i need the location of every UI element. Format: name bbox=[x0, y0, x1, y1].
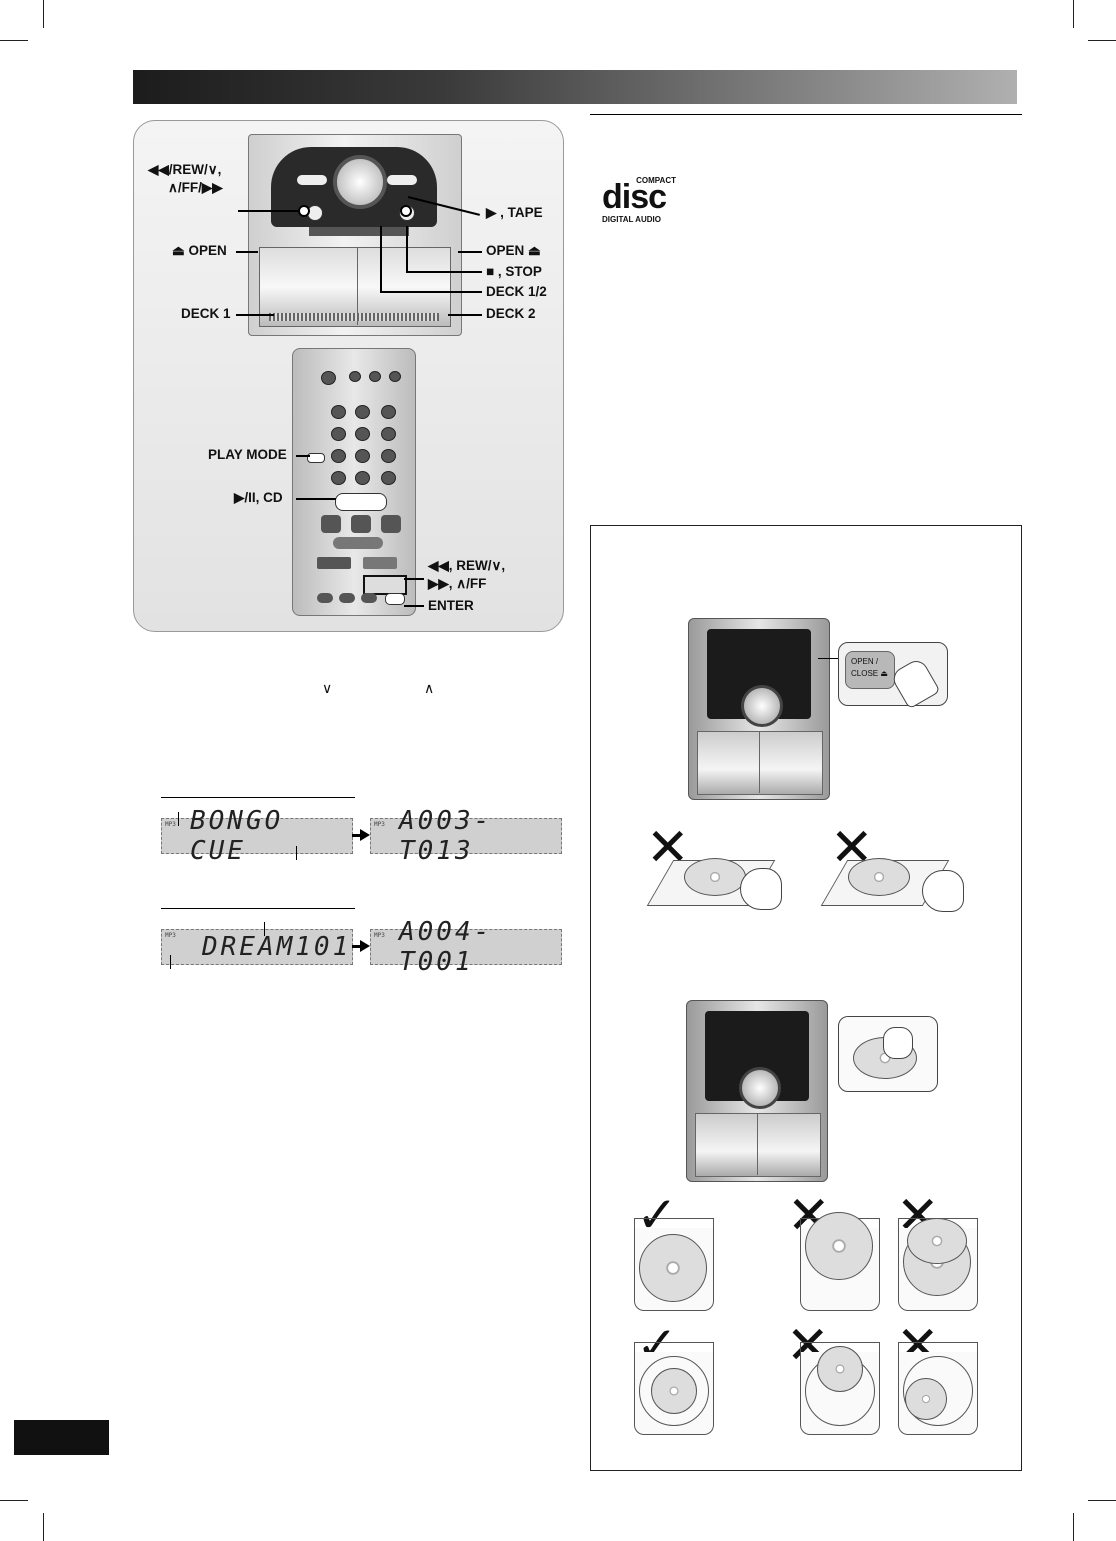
unit-illustration-open-close bbox=[688, 618, 830, 800]
callout-line bbox=[404, 605, 424, 607]
remote-control-illustration bbox=[292, 348, 416, 616]
tray-wrong-3 bbox=[800, 1346, 880, 1435]
display-left-1: MP3 BONGO CUE bbox=[161, 806, 353, 866]
label-open-left: ⏏ OPEN bbox=[172, 243, 227, 258]
label-play-pause-cd: ▶/II, CD bbox=[234, 490, 283, 505]
label-open-right: OPEN ⏏ bbox=[486, 243, 541, 258]
crop-mark bbox=[0, 40, 28, 41]
cd-logo-main: disc bbox=[602, 178, 667, 216]
display-transition-arrow bbox=[360, 829, 370, 841]
crop-mark bbox=[1073, 0, 1074, 28]
label-enter: ENTER bbox=[428, 598, 474, 613]
callout-tick bbox=[264, 922, 265, 936]
callout-line bbox=[380, 291, 482, 293]
up-arrow-symbol: ∧ bbox=[424, 680, 435, 696]
callout-line bbox=[296, 498, 336, 500]
display-text: A004-T001 bbox=[399, 917, 493, 977]
hand-icon bbox=[740, 868, 782, 910]
cd-logo-bottom: DIGITAL AUDIO bbox=[602, 215, 661, 224]
callout-tick bbox=[178, 812, 179, 826]
section-header-bar bbox=[133, 70, 1017, 104]
callout-line bbox=[406, 271, 482, 273]
callout-dot bbox=[298, 205, 310, 217]
compact-disc-logo: COMPACT disc DIGITAL AUDIO bbox=[602, 176, 678, 226]
label-stop: ■ , STOP bbox=[486, 264, 542, 279]
label-remote-skip-1: ◀◀, REW/∨, bbox=[428, 558, 506, 573]
display-text: BONGO CUE bbox=[190, 806, 284, 866]
display-left-2: MP3 DREAM101 bbox=[161, 929, 353, 965]
hand-icon bbox=[883, 1027, 913, 1059]
example-rule bbox=[161, 797, 355, 798]
arrow-stem bbox=[352, 945, 362, 948]
label-play-mode: PLAY MODE bbox=[208, 447, 287, 462]
tray-edge bbox=[634, 1342, 714, 1353]
display-transition-arrow bbox=[360, 940, 370, 952]
tray-wrong-1 bbox=[800, 1212, 880, 1311]
disc-loading-box bbox=[590, 525, 1022, 1471]
label-deck1: DECK 1 bbox=[181, 306, 231, 321]
callout-line bbox=[448, 314, 482, 316]
label-skip-rew: ◀◀/REW/∨, bbox=[148, 162, 222, 177]
arrow-stem bbox=[352, 834, 362, 837]
crop-mark bbox=[1088, 40, 1116, 41]
callout-line bbox=[296, 455, 310, 457]
section-rule bbox=[590, 114, 1022, 115]
label-deck2: DECK 2 bbox=[486, 306, 536, 321]
open-close-label-2: CLOSE ⏏ bbox=[851, 669, 888, 678]
hand-icon bbox=[922, 870, 964, 912]
disc-handling-wrong-1 bbox=[646, 850, 782, 920]
crop-mark bbox=[43, 1513, 44, 1541]
display-text: DREAM101 bbox=[202, 932, 352, 962]
crop-mark bbox=[1088, 1500, 1116, 1501]
disc-handling-wrong-2 bbox=[820, 850, 964, 920]
example-rule bbox=[161, 908, 355, 909]
callout-tick bbox=[296, 846, 297, 860]
tray-edge bbox=[634, 1218, 714, 1229]
display-text: A003-T013 bbox=[399, 806, 493, 866]
open-close-button-callout: OPEN / CLOSE ⏏ bbox=[838, 642, 948, 710]
label-remote-skip-2: ▶▶, ∧/FF bbox=[428, 576, 487, 591]
label-play-tape: ▶ , TAPE bbox=[486, 205, 543, 220]
tray-correct-1 bbox=[634, 1228, 714, 1311]
tray-correct-2 bbox=[634, 1352, 714, 1435]
tray-wrong-2 bbox=[898, 1218, 978, 1311]
crop-mark bbox=[1073, 1513, 1074, 1541]
main-unit-illustration bbox=[248, 134, 462, 336]
label-deck12: DECK 1/2 bbox=[486, 284, 547, 299]
label-skip-ff: ∧/FF/▶▶ bbox=[168, 180, 223, 195]
tray-edge bbox=[800, 1342, 880, 1353]
callout-line bbox=[238, 210, 302, 212]
callout-line bbox=[404, 578, 424, 580]
tray-wrong-4 bbox=[898, 1352, 978, 1435]
callout-line bbox=[236, 251, 258, 253]
callout-line bbox=[818, 658, 840, 659]
finger-icon bbox=[889, 656, 941, 710]
display-right-2: MP3 A004-T001 bbox=[370, 917, 562, 977]
crop-mark bbox=[43, 0, 44, 28]
callout-line bbox=[458, 251, 482, 253]
callout-line bbox=[380, 226, 382, 292]
callout-line bbox=[236, 314, 274, 316]
tray-edge bbox=[898, 1342, 978, 1353]
display-right-1: MP3 A003-T013 bbox=[370, 806, 562, 866]
disc-loading-callout bbox=[838, 1016, 938, 1092]
callout-line bbox=[406, 226, 408, 272]
callout-dot bbox=[400, 205, 412, 217]
page-number-tab bbox=[14, 1420, 109, 1455]
open-close-label-1: OPEN / bbox=[851, 657, 879, 666]
unit-illustration-loading bbox=[686, 1000, 828, 1182]
crop-mark bbox=[0, 1500, 28, 1501]
cd-logo-top: COMPACT bbox=[636, 176, 676, 185]
callout-tick bbox=[170, 955, 171, 969]
down-arrow-symbol: ∨ bbox=[322, 680, 333, 696]
